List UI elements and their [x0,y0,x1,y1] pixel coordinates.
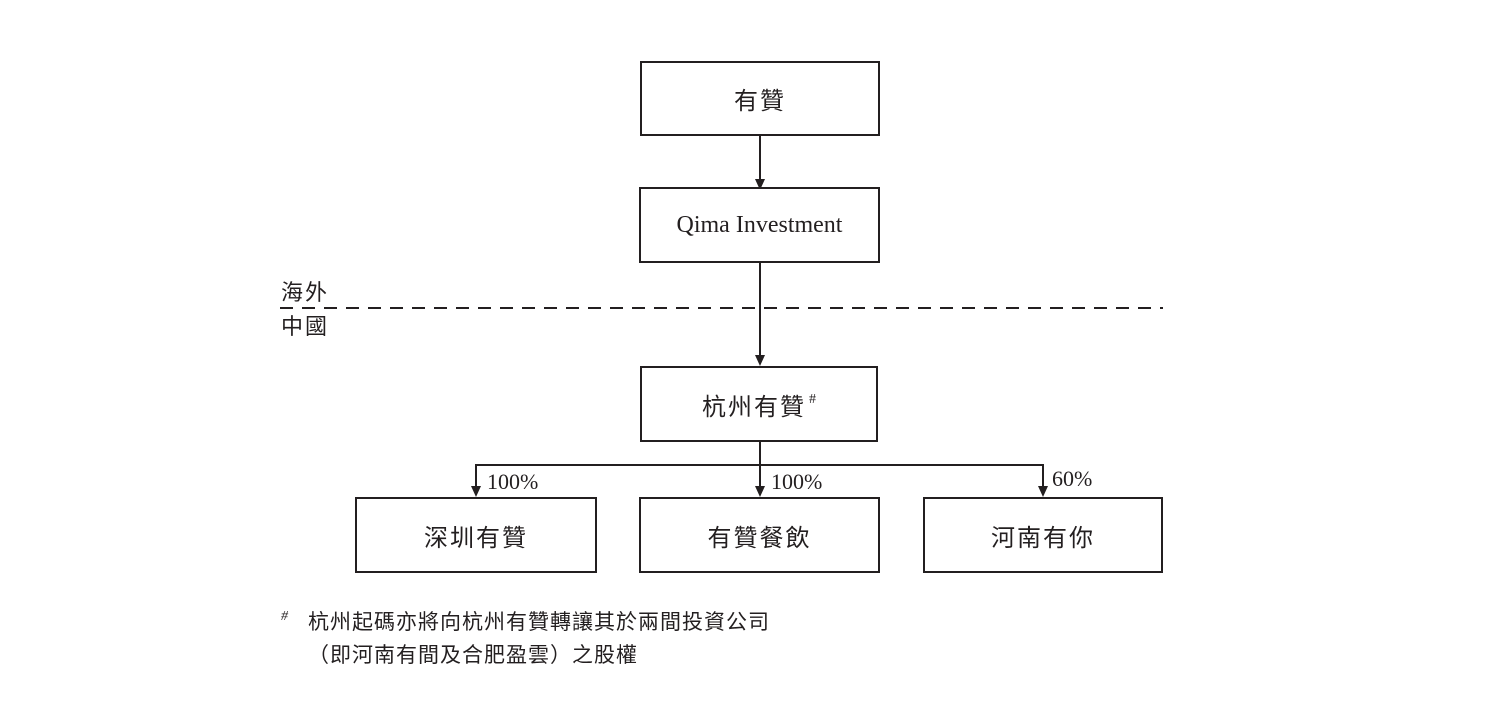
node-youzan-catering: 有贊餐飲 [639,497,880,573]
footnote-marker: # [281,609,288,624]
node-shenzhen-youzan: 深圳有贊 [355,497,597,573]
node-youzan-label: 有贊 [734,89,786,115]
node-henan-younii-label: 河南有你 [991,525,1095,552]
footnote-marker-superscript: # [809,392,816,407]
node-hangzhou-youzan: 杭州有贊# [640,366,878,442]
ownership-label-catering: 100% [771,469,823,494]
ownership-label-henan: 60% [1052,466,1093,491]
node-hangzhou-youzan-label: 杭州有贊 [702,394,806,421]
node-shenzhen-youzan-label: 深圳有贊 [424,525,528,552]
node-qima-investment-label: Qima Investment [676,211,843,238]
region-label-china: 中國 [281,314,330,339]
footnote: # 杭州起碼亦將向杭州有贊轉讓其於兩間投資公司 （即河南有間及合肥盈雲）之股權 [281,606,770,672]
region-label-overseas: 海外 [281,280,330,305]
node-youzan: 有贊 [640,61,880,136]
footnote-line-1: 杭州起碼亦將向杭州有贊轉讓其於兩間投資公司 [308,610,770,634]
node-henan-younii: 河南有你 [923,497,1163,573]
footnote-line-2: （即河南有間及合肥盈雲）之股權 [308,643,638,667]
ownership-label-shenzhen: 100% [487,469,539,494]
footnote-text: 杭州起碼亦將向杭州有贊轉讓其於兩間投資公司 （即河南有間及合肥盈雲）之股權 [308,606,770,672]
node-qima-investment: Qima Investment [639,187,880,263]
node-youzan-catering-label: 有贊餐飲 [707,525,812,552]
